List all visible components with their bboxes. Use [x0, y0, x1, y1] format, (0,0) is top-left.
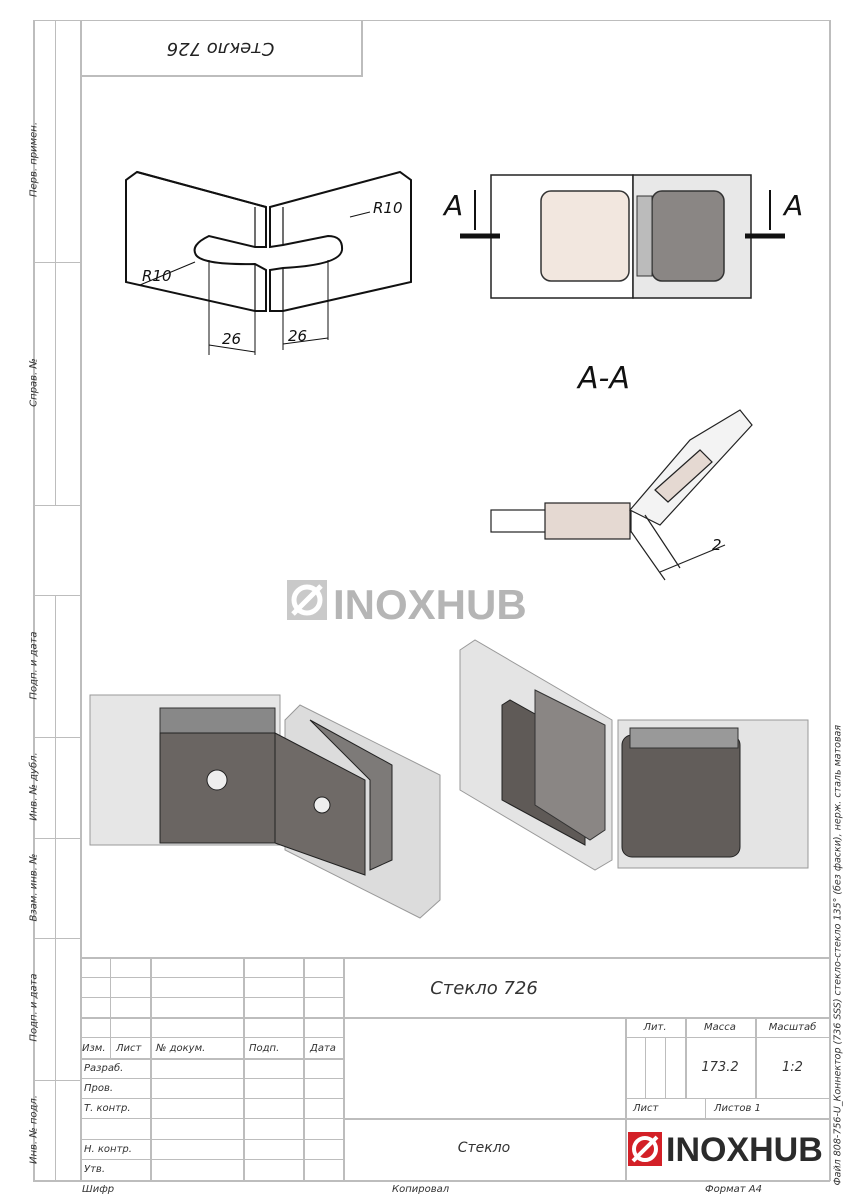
watermark-text: INOXHUB [333, 581, 527, 628]
scale-label: Масштаб [768, 1022, 817, 1033]
footer-copied: Копировал [392, 1184, 450, 1195]
frame-bottom [33, 1180, 830, 1182]
company-logo: INOXHUB [628, 1130, 828, 1170]
role-label: Пров. [84, 1083, 114, 1094]
section-marker-right: A [782, 189, 803, 222]
dim-r-right: R10 [373, 199, 403, 217]
side-file-label: Файл 808-756-U_Коннектор (736 SSS) стекл… [832, 724, 844, 1186]
frame-right [829, 20, 831, 1181]
frame-left [33, 20, 35, 1181]
footer-cipher: Шифр [82, 1184, 115, 1195]
role-label: Разраб. [84, 1063, 124, 1074]
role-label: Т. контр. [84, 1103, 131, 1114]
header-data: Дата [310, 1043, 336, 1054]
strip-divider [33, 505, 81, 506]
logo-icon [628, 1132, 662, 1166]
glass-cutout-view [125, 170, 412, 355]
footer-format: Формат A4 [705, 1184, 762, 1195]
strip-divider [33, 262, 81, 263]
sheets-label: Листов 1 [714, 1103, 761, 1114]
dim-gap: 2 [712, 536, 722, 554]
strip-divider [33, 737, 81, 738]
header-podp: Подп. [249, 1043, 280, 1054]
header-doc: № докум. [156, 1043, 206, 1054]
top-stamp-box: Стекло 726 [80, 20, 363, 77]
frame-top [33, 20, 830, 21]
logo-text: INOXHUB [666, 1131, 823, 1169]
watermark-logo [287, 580, 327, 620]
inner-frame-left [80, 20, 82, 1181]
lit-label: Лит. [643, 1022, 667, 1033]
strip-divider [33, 595, 81, 596]
strip-divider [55, 595, 56, 1180]
header-list: Лист [116, 1043, 142, 1054]
iso-view-right [459, 639, 809, 871]
section-view [490, 409, 753, 581]
mass-label: Масса [704, 1022, 736, 1033]
scale-value: 1:2 [782, 1060, 803, 1075]
header-izm: Изм. [82, 1043, 106, 1054]
sheet-label: Лист [633, 1103, 659, 1114]
front-view [460, 174, 785, 299]
strip-divider [33, 1080, 81, 1081]
dim-width-right: 26 [288, 327, 307, 345]
dim-width-left: 26 [222, 330, 241, 348]
drawing-name: Стекло 726 [430, 978, 538, 999]
material-name: Стекло [457, 1140, 511, 1156]
mass-value: 173.2 [701, 1060, 739, 1075]
section-marker-left: A [442, 189, 463, 222]
strip-divider [33, 838, 81, 839]
role-label: Утв. [84, 1164, 105, 1175]
role-label: Н. контр. [84, 1144, 132, 1155]
dim-r-left: R10 [142, 267, 172, 285]
section-title: A-A [576, 361, 630, 396]
strip-divider [33, 938, 81, 939]
iso-view-left [89, 694, 441, 919]
